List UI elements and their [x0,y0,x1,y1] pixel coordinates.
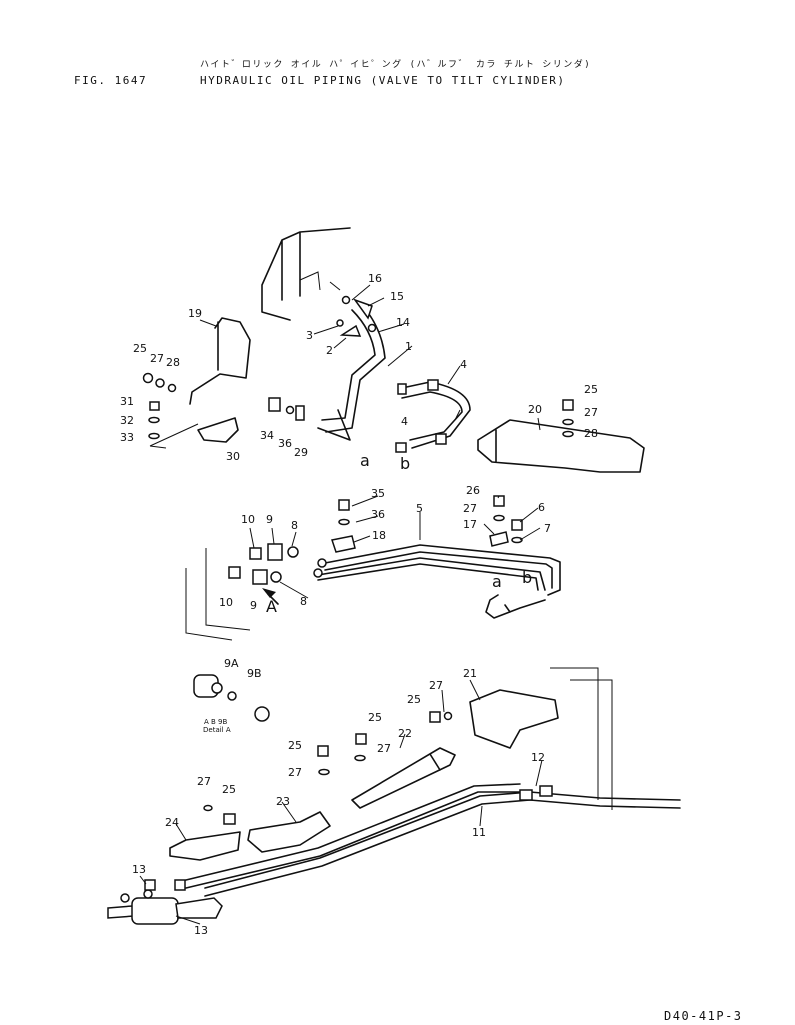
callout-8-b: 8 [300,595,307,608]
arrow-A [262,588,279,605]
callout-32: 32 [120,414,134,427]
callout-7: 7 [544,522,551,535]
callout-9-b: 9 [250,599,257,612]
callout-27-b: 27 [584,406,598,419]
callout-14: 14 [396,316,410,329]
tilt-cylinder [107,889,223,925]
callout-A: A [266,597,277,616]
valve-housing [261,227,351,321]
callout-9A: 9A [224,657,239,670]
bracket-21 [469,667,613,810]
callout-27-g: 27 [197,775,211,788]
callout-33: 33 [120,431,134,444]
detail-sublabels: A B 9B [204,718,227,726]
callout-16: 16 [368,272,382,285]
callout-29: 29 [294,446,308,459]
callout-12: 12 [531,751,545,764]
callout-b-upper: b [400,454,410,473]
callout-25-f: 25 [222,783,236,796]
callout-21: 21 [463,667,477,680]
callout-30: 30 [226,450,240,463]
callout-11: 11 [472,826,486,839]
bracket-19 [189,317,251,405]
callout-36-b: 36 [371,508,385,521]
callout-b-lower: b [522,568,532,587]
callout-25-c: 25 [407,693,421,706]
callout-25-b: 25 [584,383,598,396]
callout-22: 22 [398,727,412,740]
figure-number: FIG. 1647 [74,74,148,87]
callout-25-e: 25 [288,739,302,752]
bracket-lines-left [185,548,251,641]
tube-5 [317,544,561,619]
callout-10-b: 10 [219,596,233,609]
bracket-23 [247,811,331,853]
callout-9-a: 9 [266,513,273,526]
callout-35: 35 [371,487,385,500]
clamp-30 [149,417,239,449]
callout-5: 5 [416,502,423,515]
callout-13-a: 13 [132,863,146,876]
callout-a-lower: a [492,572,502,591]
callout-34: 34 [260,429,274,442]
callout-25-d: 25 [368,711,382,724]
callout-28-b: 28 [584,427,598,440]
bracket-24 [169,831,241,861]
callout-23: 23 [276,795,290,808]
leader-lines [139,284,543,925]
callout-15: 15 [390,290,404,303]
plate-20 [477,419,645,473]
callout-27-f: 27 [288,766,302,779]
callout-2: 2 [326,344,333,357]
callout-26: 26 [466,484,480,497]
callout-8-a: 8 [291,519,298,532]
bracket-22 [351,747,456,809]
callout-labels: 16 15 14 3 2 1 4 4 19 25 27 28 31 32 33 … [120,272,598,937]
fittings-middle [228,495,523,585]
figure-title-english: HYDRAULIC OIL PIPING (VALVE TO TILT CYLI… [200,74,566,87]
callout-27-c: 27 [463,502,477,515]
detail-label: Detail A [203,726,231,734]
callout-17: 17 [463,518,477,531]
callout-9B: 9B [247,667,262,680]
callout-19: 19 [188,307,202,320]
fasteners-lower [144,711,553,891]
page-code: D40-41P-3 [664,1009,743,1023]
callout-36-a: 36 [278,437,292,450]
callout-31: 31 [120,395,134,408]
callout-27-d: 27 [429,679,443,692]
callout-13-b: 13 [194,924,208,937]
callout-27-a: 27 [150,352,164,365]
detail-A: A B 9B Detail A [193,674,270,734]
fasteners-upper [142,295,574,453]
callout-28-a: 28 [166,356,180,369]
callout-1: 1 [405,340,412,353]
callout-25-a: 25 [133,342,147,355]
callout-6: 6 [538,501,545,514]
callout-27-e: 27 [377,742,391,755]
callout-3: 3 [306,329,313,342]
figure-title-japanese: ハイト゛ロリック オイル ハ゜イヒ゜ング (ハ゛ルフ゛ カラ チルト シリンダ) [200,60,592,70]
callout-4-lower: 4 [401,415,408,428]
callout-a-upper: a [360,451,370,470]
pipe-11 [185,783,681,897]
callout-10-a: 10 [241,513,255,526]
callout-18: 18 [372,529,386,542]
callout-24: 24 [165,816,179,829]
callout-4-upper: 4 [460,358,467,371]
callout-20: 20 [528,403,542,416]
